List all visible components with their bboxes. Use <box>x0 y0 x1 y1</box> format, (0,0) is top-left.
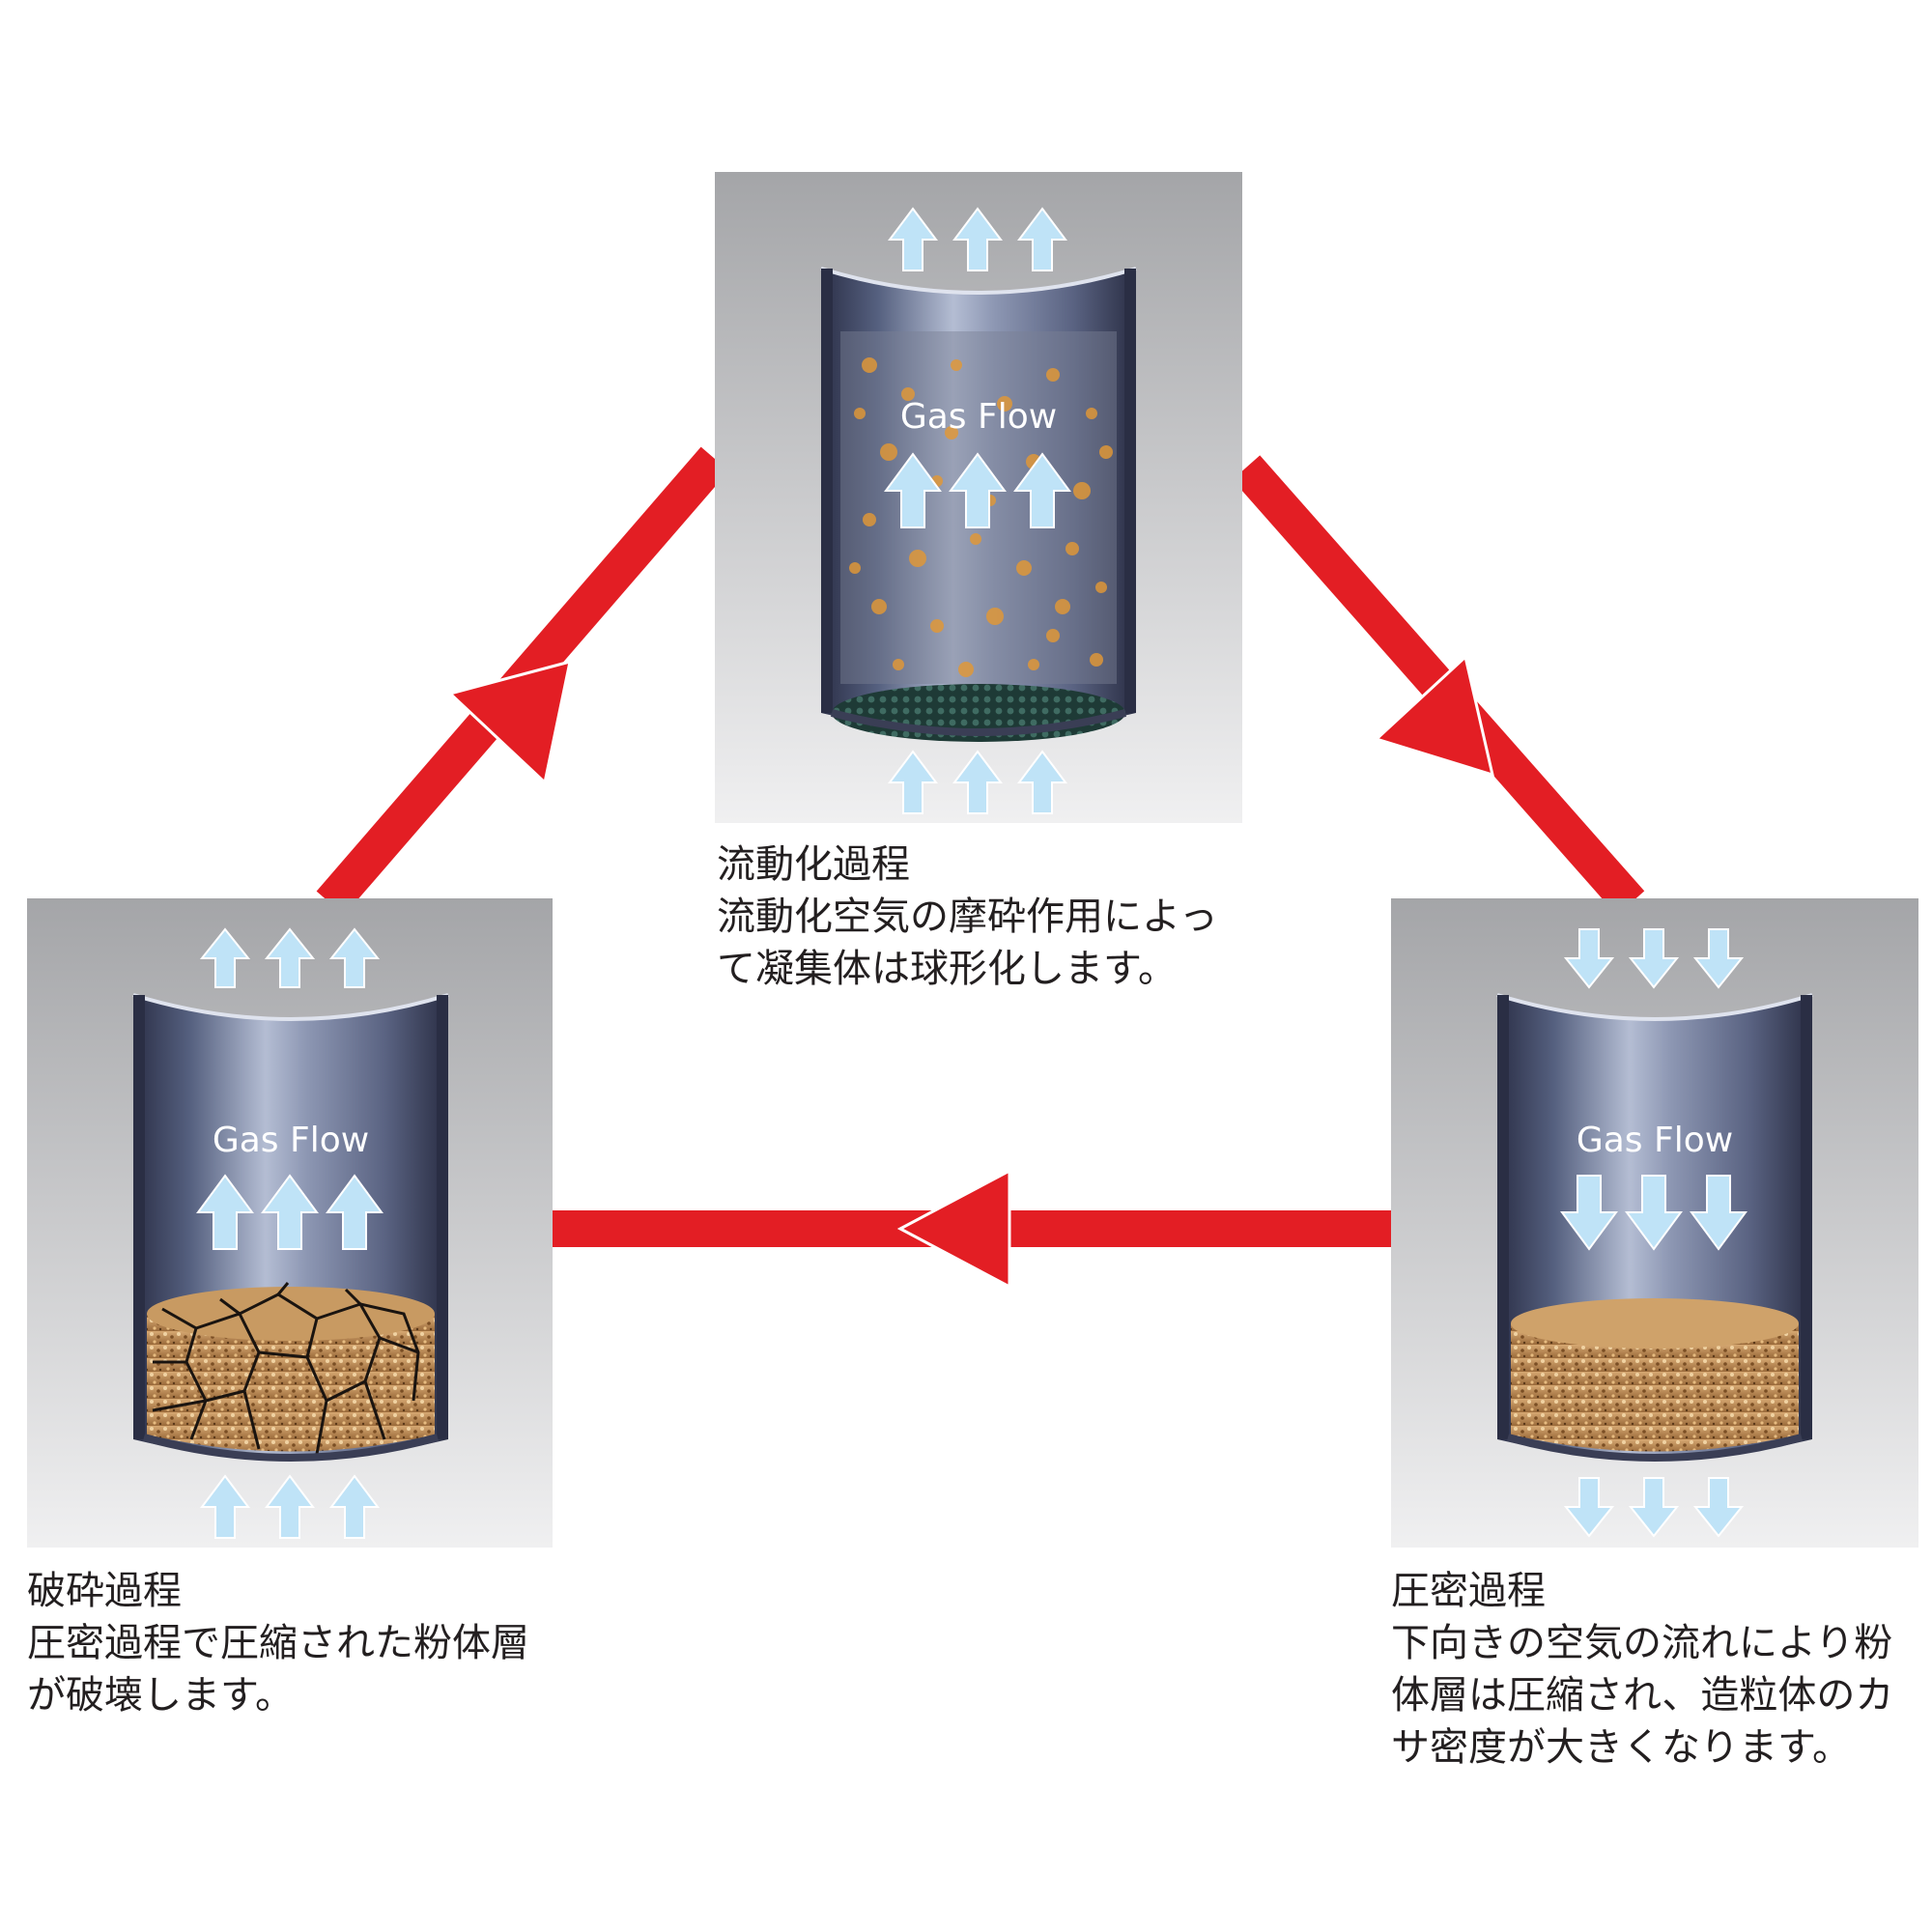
top-flow-arrows <box>888 207 1067 271</box>
compressed-powder-bed <box>1511 1298 1799 1452</box>
caption-crushing: 破砕過程 圧密過程で圧縮された粉体層 が破壊します。 <box>27 1565 529 1721</box>
caption-line: 下向きの空気の流れにより粉 <box>1391 1621 1893 1665</box>
cycle-arrow-crushing-to-fluidization <box>316 446 729 916</box>
inner-flow-arrows <box>196 1174 384 1250</box>
flow-arrow-up-icon <box>884 452 942 528</box>
bottom-flow-arrows <box>888 750 1067 814</box>
flow-arrow-up-icon <box>264 927 316 988</box>
flow-arrow-down-icon <box>1628 928 1680 989</box>
flow-arrow-up-icon <box>326 1174 384 1250</box>
bottom-flow-arrows <box>1563 1477 1745 1538</box>
cycle-arrow-compaction-to-crushing <box>551 1168 1391 1290</box>
flow-arrow-down-icon <box>1628 1477 1680 1538</box>
flow-arrow-up-icon <box>261 1174 319 1250</box>
caption-compaction: 圧密過程 下向きの空気の流れにより粉 体層は圧縮され、造粒体のカ サ密度が大きく… <box>1391 1565 1893 1774</box>
flow-arrow-down-icon <box>1563 1477 1615 1538</box>
gas-flow-label: Gas Flow <box>1577 1121 1733 1160</box>
flow-arrow-up-icon <box>952 207 1003 271</box>
caption-line: 圧密過程で圧縮された粉体層 <box>27 1621 529 1665</box>
flow-arrow-up-icon <box>888 750 938 814</box>
flow-arrow-up-icon <box>329 1474 380 1539</box>
caption-line: て凝集体は球形化します。 <box>717 947 1177 991</box>
inner-flow-arrows <box>1560 1175 1747 1251</box>
caption-title: 破砕過程 <box>27 1569 182 1613</box>
flow-arrow-up-icon <box>952 750 1003 814</box>
flow-arrow-down-icon <box>1692 1477 1745 1538</box>
caption-title: 流動化過程 <box>717 842 910 887</box>
top-flow-arrows <box>199 927 381 988</box>
flow-arrow-up-icon <box>888 207 938 271</box>
panel-crushing: Gas Flow <box>27 898 553 1548</box>
caption-line: 体層は圧縮され、造粒体のカ <box>1391 1673 1894 1718</box>
flow-arrow-up-icon <box>1017 750 1067 814</box>
flow-arrow-down-icon <box>1690 1175 1747 1251</box>
flow-arrow-down-icon <box>1560 1175 1618 1251</box>
caption-line: サ密度が大きくなります。 <box>1391 1725 1851 1770</box>
cylinder <box>1496 993 1813 1462</box>
panel-compaction: Gas Flow <box>1391 898 1918 1548</box>
cycle-arrow-fluidization-to-compaction <box>1232 455 1645 916</box>
flow-arrow-down-icon <box>1692 928 1745 989</box>
flow-arrow-up-icon <box>196 1174 254 1250</box>
caption-line: 流動化空気の摩砕作用によっ <box>717 895 1218 939</box>
flow-arrow-up-icon <box>949 452 1007 528</box>
caption-line: が破壊します。 <box>27 1673 294 1718</box>
top-flow-arrows <box>1563 928 1745 989</box>
inner-flow-arrows <box>884 452 1071 528</box>
flow-arrow-up-icon <box>265 1474 315 1539</box>
gas-flow-label: Gas Flow <box>213 1121 369 1160</box>
flow-arrow-down-icon <box>1563 928 1615 989</box>
flow-arrow-up-icon <box>199 927 251 988</box>
flow-arrow-up-icon <box>200 1474 250 1539</box>
flow-arrow-up-icon <box>1013 452 1071 528</box>
flow-arrow-up-icon <box>1017 207 1067 271</box>
bottom-flow-arrows <box>200 1474 380 1539</box>
flow-arrow-up-icon <box>328 927 381 988</box>
caption-fluidization: 流動化過程 流動化空気の摩砕作用によっ て凝集体は球形化します。 <box>717 838 1218 995</box>
cracked-powder-bed <box>147 1282 435 1455</box>
gas-flow-label: Gas Flow <box>900 397 1057 437</box>
flow-arrow-down-icon <box>1625 1175 1683 1251</box>
panel-fluidization: Gas Flow <box>715 172 1242 823</box>
caption-title: 圧密過程 <box>1391 1569 1546 1613</box>
